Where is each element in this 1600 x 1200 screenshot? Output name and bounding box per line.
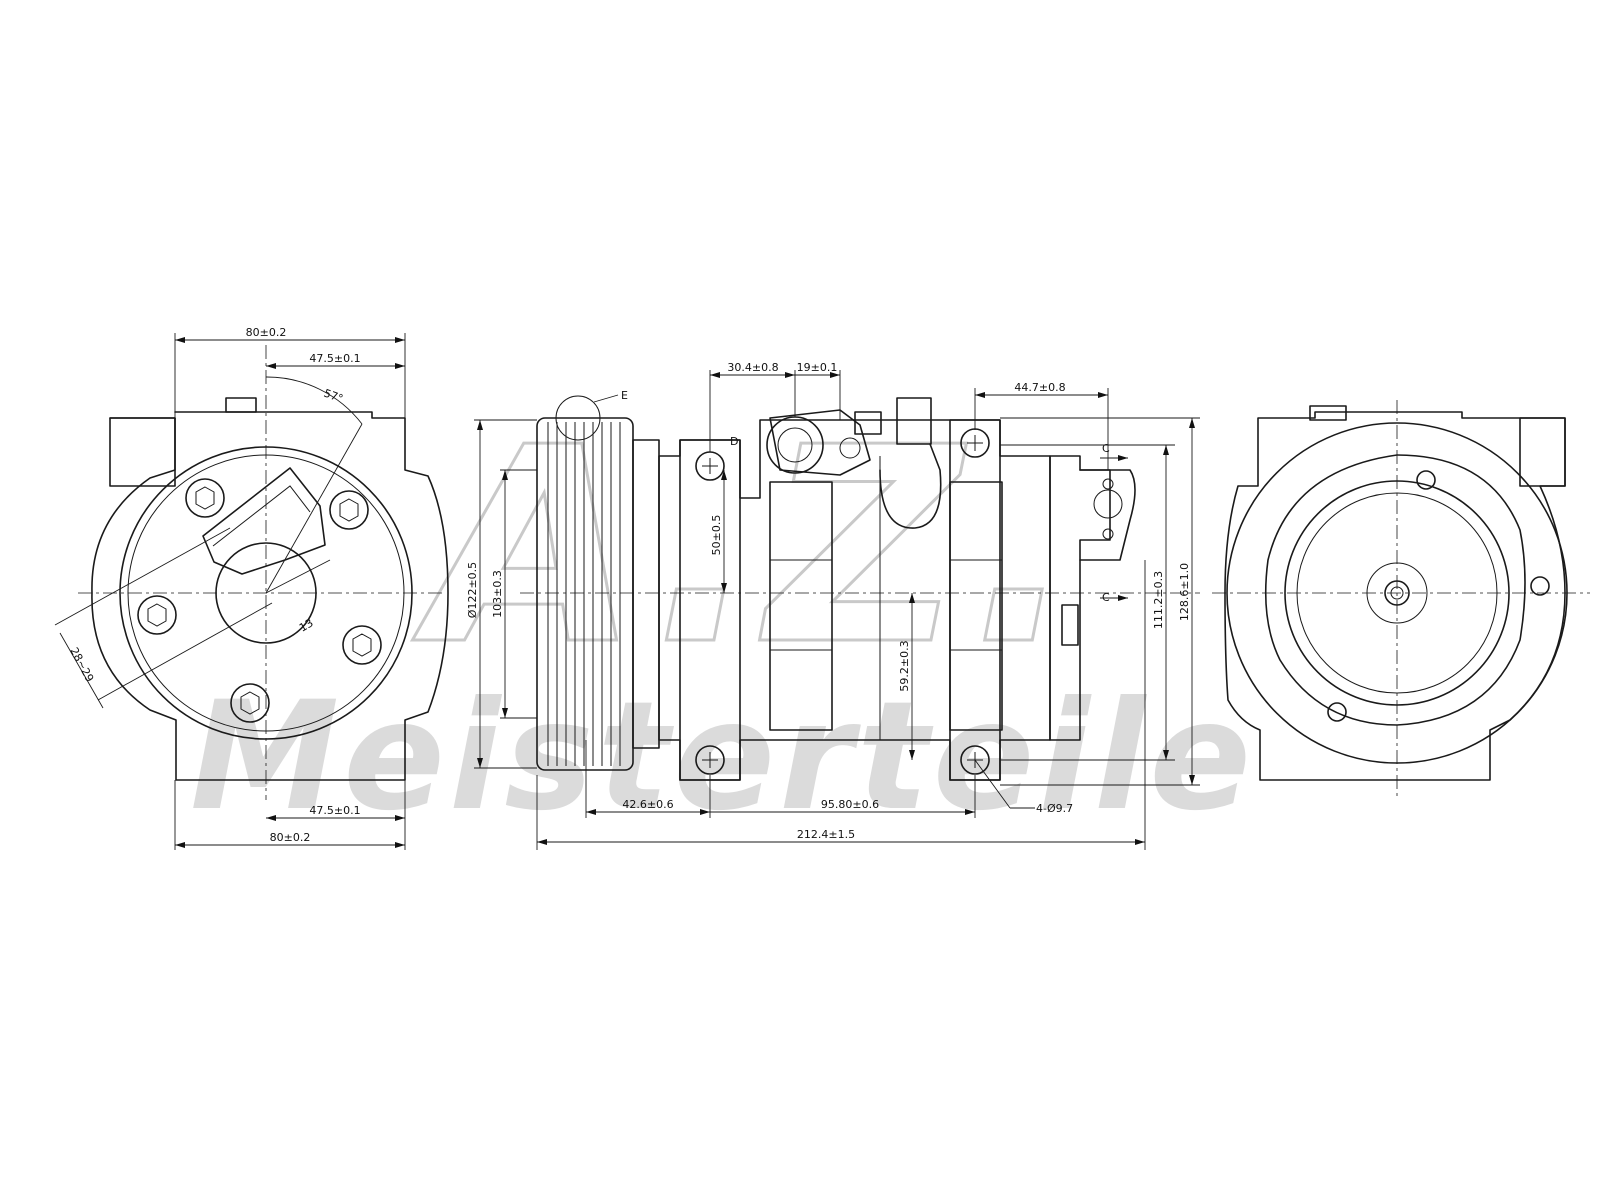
dim-50: 50±0.5 <box>710 515 723 556</box>
dim-30-4: 30.4±0.8 <box>727 361 778 374</box>
label-c-bottom: C <box>1102 591 1110 604</box>
dim-128-6: 128.6±1.0 <box>1178 563 1191 621</box>
dim-bottom-width: 80±0.2 <box>270 831 311 844</box>
dim-holes: 4-Ø9.7 <box>1036 802 1073 815</box>
bolt-icon <box>329 490 369 530</box>
dim-pulley-dia: Ø122±0.5 <box>466 562 479 618</box>
dim-44-7: 44.7±0.8 <box>1014 381 1065 394</box>
side-view: E <box>466 361 1200 850</box>
dim-59-2: 59.2±0.3 <box>898 640 911 691</box>
dim-111-2: 111.2±0.3 <box>1152 571 1165 629</box>
dim-slot-13: 13 <box>297 616 316 634</box>
bolt-icon <box>137 595 177 635</box>
pulley-grooves <box>547 422 621 766</box>
dim-95-80: 95.80±0.6 <box>821 798 879 811</box>
watermark: A.Z. Meisterteile <box>190 388 1251 845</box>
dim-bottom-offset: 47.5±0.1 <box>309 804 360 817</box>
bolt-icon <box>185 478 225 518</box>
label-d: D <box>730 435 738 448</box>
dim-top-width: 80±0.2 <box>246 326 287 339</box>
mount-hole-icon <box>695 745 725 775</box>
dim-19: 19±0.1 <box>797 361 838 374</box>
dim-top-offset: 47.5±0.1 <box>309 352 360 365</box>
dim-range-28-29: 28~29 <box>67 645 96 684</box>
label-e: E <box>621 389 628 402</box>
dim-42-6: 42.6±0.6 <box>622 798 673 811</box>
dim-212-4: 212.4±1.5 <box>797 828 855 841</box>
right-rear-view <box>1212 400 1590 800</box>
dim-103: 103±0.3 <box>491 570 504 618</box>
bolt-icon <box>230 683 270 723</box>
dim-angle-57: 57° <box>322 387 345 406</box>
label-c-top: C <box>1102 442 1110 455</box>
bolt-icon <box>342 625 382 665</box>
watermark-top-text: A.Z. <box>409 389 1085 704</box>
